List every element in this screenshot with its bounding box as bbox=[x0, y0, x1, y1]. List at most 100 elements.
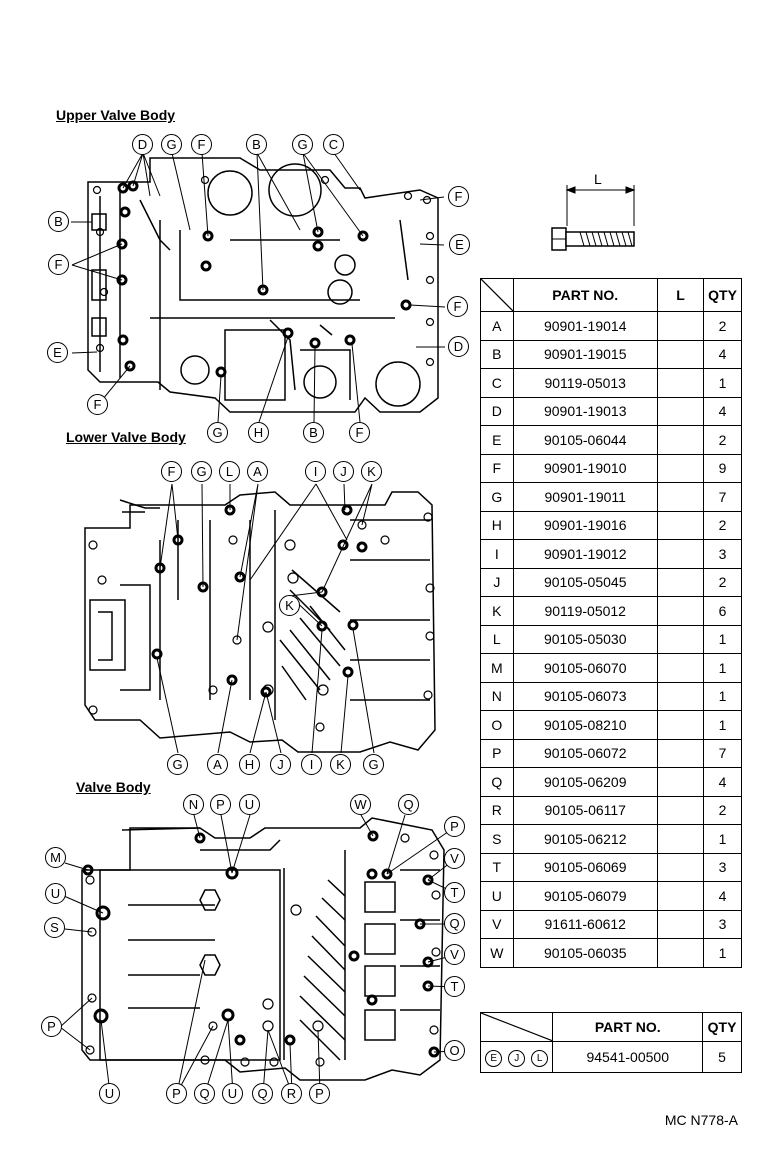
parts-part-no: 90901-19011 bbox=[512, 482, 658, 512]
parts-part-no: 90105-08210 bbox=[512, 710, 658, 740]
callout-lower: F bbox=[161, 461, 182, 482]
parts-l bbox=[656, 738, 705, 768]
callout-lower: K bbox=[330, 754, 351, 775]
upper-valve-body-outline bbox=[87, 157, 439, 413]
callout-lower: G bbox=[167, 754, 188, 775]
callout-upper: G bbox=[161, 134, 182, 155]
callout-valve: Q bbox=[194, 1083, 215, 1104]
parts-letter: V bbox=[480, 909, 514, 939]
parts-qty: 3 bbox=[703, 539, 742, 569]
callout-valve: U bbox=[222, 1083, 243, 1104]
parts-qty: 2 bbox=[703, 425, 742, 455]
parts-letter: P bbox=[480, 738, 514, 768]
parts-part-no: 90105-06073 bbox=[512, 681, 658, 711]
parts-letter: D bbox=[480, 396, 514, 426]
callout-valve: M bbox=[45, 847, 66, 868]
parts-letter: H bbox=[480, 510, 514, 540]
parts-letter: B bbox=[480, 339, 514, 369]
parts-part-no: 90901-19014 bbox=[512, 311, 658, 341]
callout-lower: I bbox=[301, 754, 322, 775]
parts-part-no: 91611-60612 bbox=[512, 909, 658, 939]
callout-valve: W bbox=[350, 794, 371, 815]
callout-lower: J bbox=[333, 461, 354, 482]
parts-letter: L bbox=[480, 624, 514, 654]
seal-letter-circle: E bbox=[485, 1049, 503, 1067]
callout-upper: G bbox=[292, 134, 313, 155]
parts-part-no: 90901-19013 bbox=[512, 396, 658, 426]
callout-valve: V bbox=[444, 944, 465, 965]
parts-part-no: 90105-06069 bbox=[512, 852, 658, 882]
callout-valve: U bbox=[239, 794, 260, 815]
callout-valve: S bbox=[44, 917, 65, 938]
parts-l bbox=[656, 852, 705, 882]
parts-letter: K bbox=[480, 596, 514, 626]
parts-qty: 1 bbox=[703, 681, 742, 711]
valve-body-title: Valve Body bbox=[76, 779, 151, 795]
seal-header-diagonal-cell bbox=[479, 1012, 554, 1042]
parts-letter: M bbox=[480, 653, 514, 683]
callout-lower: K bbox=[361, 461, 382, 482]
header-diagonal-cell bbox=[480, 278, 514, 312]
parts-part-no: 90105-06212 bbox=[512, 824, 658, 854]
callout-valve: T bbox=[444, 882, 465, 903]
upper-bolt-holes bbox=[92, 175, 435, 367]
valve-body-outline bbox=[81, 817, 445, 1081]
seal-letter-circle: J bbox=[508, 1049, 526, 1067]
callout-valve: Q bbox=[444, 913, 465, 934]
callout-upper: D bbox=[448, 336, 469, 357]
parts-qty: 4 bbox=[703, 339, 742, 369]
callout-valve: P bbox=[444, 816, 465, 837]
callout-upper: F bbox=[349, 422, 370, 443]
parts-qty: 4 bbox=[703, 881, 742, 911]
callout-upper: E bbox=[449, 234, 470, 255]
parts-l bbox=[656, 710, 705, 740]
parts-letter: S bbox=[480, 824, 514, 854]
parts-l bbox=[656, 396, 705, 426]
parts-l bbox=[656, 567, 705, 597]
callout-upper: H bbox=[248, 422, 269, 443]
parts-l bbox=[656, 767, 705, 797]
parts-l bbox=[656, 539, 705, 569]
parts-qty: 2 bbox=[703, 795, 742, 825]
callout-lower: K bbox=[279, 595, 300, 616]
callout-lower: G bbox=[363, 754, 384, 775]
callout-lower: H bbox=[239, 754, 260, 775]
parts-l bbox=[656, 425, 705, 455]
parts-part-no: 90901-19015 bbox=[512, 339, 658, 369]
valve-bolt-holes bbox=[85, 833, 441, 1067]
drawing-code: MC N778-A bbox=[664, 1112, 738, 1128]
callout-valve: U bbox=[45, 883, 66, 904]
parts-qty: 3 bbox=[703, 852, 742, 882]
callout-valve: V bbox=[444, 848, 465, 869]
parts-qty: 1 bbox=[703, 938, 742, 968]
parts-letter: N bbox=[480, 681, 514, 711]
callout-lower: G bbox=[191, 461, 212, 482]
parts-qty: 2 bbox=[703, 311, 742, 341]
parts-part-no: 90119-05013 bbox=[512, 368, 658, 398]
parts-qty: 1 bbox=[703, 824, 742, 854]
parts-qty: 1 bbox=[703, 368, 742, 398]
seal-letter-circle: L bbox=[531, 1049, 549, 1067]
parts-l bbox=[656, 653, 705, 683]
callout-upper: F bbox=[447, 296, 468, 317]
callout-upper: C bbox=[323, 134, 344, 155]
callout-upper: E bbox=[47, 342, 68, 363]
parts-part-no: 90105-06072 bbox=[512, 738, 658, 768]
parts-letter: C bbox=[480, 368, 514, 398]
parts-l bbox=[656, 368, 705, 398]
callout-lower: J bbox=[270, 754, 291, 775]
seal-header-part-no: PART NO. bbox=[552, 1012, 704, 1042]
parts-letter: A bbox=[480, 311, 514, 341]
